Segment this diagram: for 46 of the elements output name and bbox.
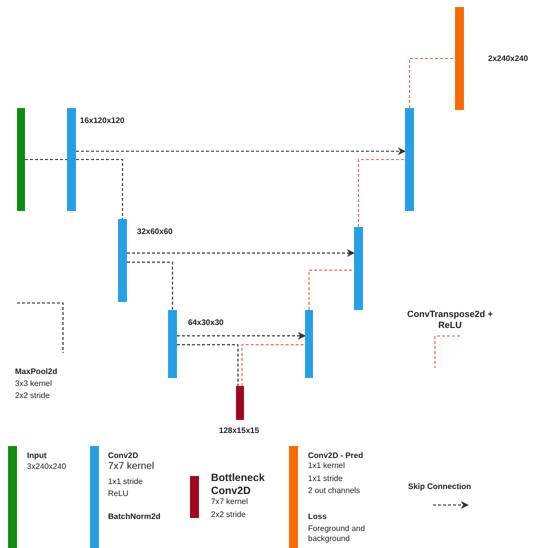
connector-line	[308, 270, 354, 310]
layer-bar	[236, 386, 244, 420]
layer-bar	[305, 310, 313, 378]
legend-label: ConvTranspose2d + ReLU	[406, 309, 494, 332]
legend-label: Conv2D - Pred	[308, 451, 364, 461]
dimension-label: 128x15x15	[219, 426, 260, 436]
dimension-label: 2x240x240	[488, 54, 528, 64]
legend-detail-text: 2x2 stride	[211, 510, 246, 520]
legend-detail-text: 1x1 stride	[108, 477, 143, 487]
connector-line	[127, 262, 174, 310]
legend-detail-text: 1x1 stride	[308, 474, 343, 484]
connector-line	[177, 344, 239, 386]
legend-detail-text: 3x3 kernel	[15, 379, 52, 389]
legend-label: Bottleneck Conv2D	[211, 472, 266, 498]
legend-detail-text: 3x240x240	[27, 462, 66, 472]
legend-detail-text: 7x7 kernel	[211, 497, 248, 507]
legend-label: MaxPool2d	[15, 367, 58, 377]
legend-label: Input	[27, 451, 47, 461]
legend-detail-text: 2x2 stride	[15, 391, 50, 401]
legend-detail-text: 7x7 kernel	[108, 461, 154, 474]
connector-line	[25, 158, 67, 160]
legend-label: Skip Connection	[408, 482, 472, 492]
layer-bar	[405, 108, 414, 211]
skip-connection-arrow	[76, 147, 406, 156]
connector-line	[241, 344, 305, 386]
dimension-label: 64x30x30	[188, 318, 224, 328]
legend-detail-text: 1x1 kernel	[308, 461, 345, 471]
legend-detail-text: 2 out channels	[308, 486, 360, 496]
layer-bar	[67, 108, 76, 211]
layer-bar	[118, 219, 127, 302]
legend-label: Conv2D	[108, 451, 138, 461]
connector-line	[408, 58, 455, 108]
legend-detail-text: ReLU	[108, 489, 128, 499]
skip-connection-arrow	[127, 249, 355, 258]
legend-detail-text: BatchNorm2d	[108, 512, 160, 522]
dimension-label: 16x120x120	[80, 116, 124, 126]
legend-detail-text: Loss	[308, 512, 327, 522]
dimension-label: 32x60x60	[137, 227, 173, 237]
layer-bar	[168, 310, 177, 378]
layer-bar	[17, 108, 25, 211]
connector-line	[76, 158, 124, 219]
skip-connection-arrow	[177, 332, 306, 340]
layer-bar	[354, 227, 363, 310]
legend-detail-text: Foreground and background	[308, 524, 366, 544]
connector-line	[358, 158, 405, 227]
layer-bar	[455, 7, 464, 110]
